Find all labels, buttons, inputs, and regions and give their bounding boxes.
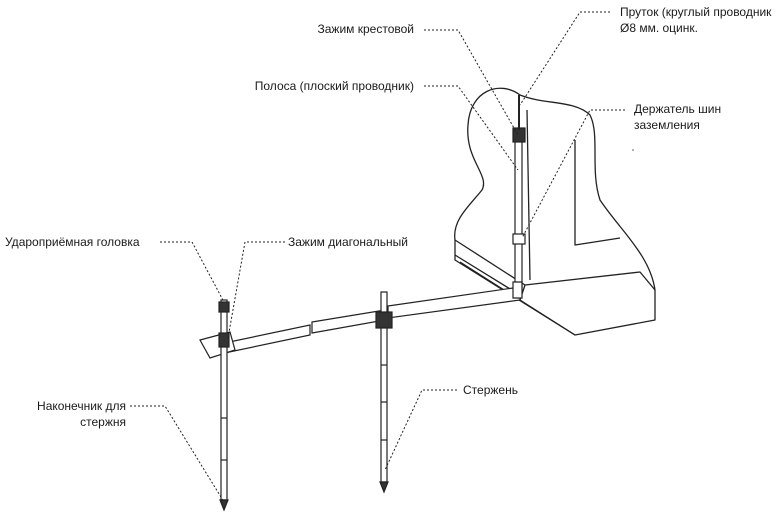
label-bus-holder-line2: заземления bbox=[634, 118, 700, 132]
label-rod: Стержень bbox=[463, 383, 518, 397]
middle-rod bbox=[375, 291, 393, 494]
building-foundation bbox=[454, 87, 656, 336]
label-strip: Полоса (плоский проводник) bbox=[254, 79, 414, 93]
label-round-conductor-line1: Пруток (круглый проводник bbox=[620, 5, 772, 19]
label-strike-head: Удароприёмная головка bbox=[5, 235, 140, 249]
label-rod-tip-line1: Наконечник для bbox=[37, 399, 126, 413]
label-diagonal-clamp: Зажим диагональный bbox=[288, 235, 408, 249]
strip-conductor bbox=[199, 281, 523, 359]
label-cross-clamp: Зажим крестовой bbox=[317, 22, 415, 36]
label-round-conductor-line2: Ø8 мм. оцинк. bbox=[620, 21, 698, 35]
label-bus-holder-line1: Держатель шин bbox=[634, 102, 722, 116]
leader-lines bbox=[130, 11, 625, 503]
dot-mark bbox=[632, 149, 634, 151]
left-rod bbox=[218, 299, 230, 512]
label-rod-tip-line2: стержня bbox=[80, 415, 126, 429]
